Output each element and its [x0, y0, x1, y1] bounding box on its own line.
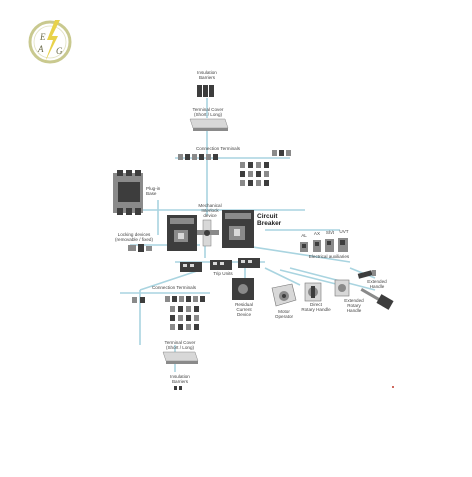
circuit-breaker-left [167, 215, 197, 251]
terminal-piece [186, 306, 191, 312]
terminal-cover-top [189, 118, 229, 131]
terminal-piece [186, 315, 191, 321]
label-extended-handle: Extended Handle [367, 279, 387, 290]
terminal-piece [272, 150, 277, 156]
label-aux-uvt: UVT [339, 229, 349, 234]
connection-terminals-top [178, 150, 291, 186]
label-aux-al: AL [301, 233, 307, 238]
extended-handle [357, 270, 376, 279]
terminal-piece [170, 306, 175, 312]
insulation-barriers-bottom [174, 386, 182, 390]
residual-current-device [232, 278, 254, 300]
label-locking-devices: Locking devices (removable / fixed) [114, 232, 154, 243]
terminal-piece [178, 306, 183, 312]
terminal-piece [240, 162, 245, 168]
terminal-piece [248, 180, 253, 186]
terminal-piece [178, 324, 183, 330]
terminal-piece [200, 296, 205, 302]
lightning-bolt-icon [45, 20, 60, 62]
locking-devices [128, 244, 152, 252]
terminal-piece [178, 154, 183, 160]
terminal-piece [179, 296, 184, 302]
terminal-piece [132, 297, 137, 303]
direct-rotary-handle [304, 282, 322, 302]
terminal-piece [256, 171, 261, 177]
terminal-piece [240, 171, 245, 177]
insulation-barriers-top [197, 85, 214, 97]
terminal-piece [170, 324, 175, 330]
connection-terminals-bottom [132, 296, 205, 330]
terminal-piece [256, 180, 261, 186]
label-connection-terminals-top: Connection Terminals [195, 146, 241, 151]
terminal-piece [193, 296, 198, 302]
extended-rotary-handle [334, 279, 394, 310]
terminal-piece [140, 297, 145, 303]
label-connection-terminals-bottom: Connection Terminals [151, 285, 197, 290]
label-aux-ax: AX [313, 231, 321, 236]
terminal-piece [264, 162, 269, 168]
logo-letter-a: A [37, 44, 44, 54]
terminal-piece [279, 150, 284, 156]
label-extended-rotary-handle: Extended Rotary Handle [344, 298, 364, 314]
terminal-piece [194, 324, 199, 330]
plug-in-base [113, 170, 143, 215]
electrical-auxiliaries [300, 238, 348, 252]
terminal-cover-bottom [162, 351, 199, 364]
terminal-piece [194, 315, 199, 321]
mechanical-interlock-device [195, 219, 219, 247]
label-plug-in-base: Plug-in Base [146, 186, 161, 197]
logo-letter-e: E [39, 32, 46, 42]
label-residual-current-device: Residual Current Device [235, 302, 253, 318]
logo-letter-g: G [56, 46, 63, 56]
label-circuit-breaker: Circuit Breaker [257, 213, 282, 227]
label-electrical-auxiliaries: Electrical auxiliaries [308, 254, 350, 259]
label-terminal-cover-bottom: Terminal Cover (Short / Long) [164, 340, 196, 351]
terminal-piece [199, 154, 204, 160]
terminal-piece [185, 154, 190, 160]
terminal-piece [206, 154, 211, 160]
trip-units [180, 258, 260, 272]
terminal-piece [240, 180, 245, 186]
terminal-piece [186, 296, 191, 302]
label-terminal-cover-top: Terminal Cover (Short / Long) [192, 107, 224, 118]
circuit-breaker-right [222, 210, 254, 248]
label-trip-units: Trip Units [213, 271, 233, 276]
label-insulation-barriers-top: Insulation Barriers [197, 70, 217, 81]
terminal-piece [178, 315, 183, 321]
label-direct-rotary-handle: Direct Rotary Handle [301, 302, 331, 313]
terminal-piece [264, 180, 269, 186]
terminal-piece [186, 324, 191, 330]
terminal-piece [194, 306, 199, 312]
label-motor-operator: Motor Operator [274, 309, 294, 320]
label-mechanical-interlock: Mechanical Interlock device [198, 203, 222, 219]
terminal-piece [248, 171, 253, 177]
terminal-piece [286, 150, 291, 156]
terminal-piece [248, 162, 253, 168]
terminal-piece [264, 171, 269, 177]
label-insulation-barriers-bottom: Insulation Barriers [170, 374, 190, 385]
terminal-piece [213, 154, 218, 160]
terminal-piece [172, 296, 177, 302]
terminal-piece [165, 296, 170, 302]
terminal-piece [256, 162, 261, 168]
marker-dot [392, 386, 394, 388]
logo-ring [28, 20, 72, 64]
eag-logo: E A G [28, 20, 72, 64]
terminal-piece [192, 154, 197, 160]
label-aux-shunt: Sh/t [325, 230, 335, 235]
motor-operator [271, 283, 297, 307]
terminal-piece [170, 315, 175, 321]
